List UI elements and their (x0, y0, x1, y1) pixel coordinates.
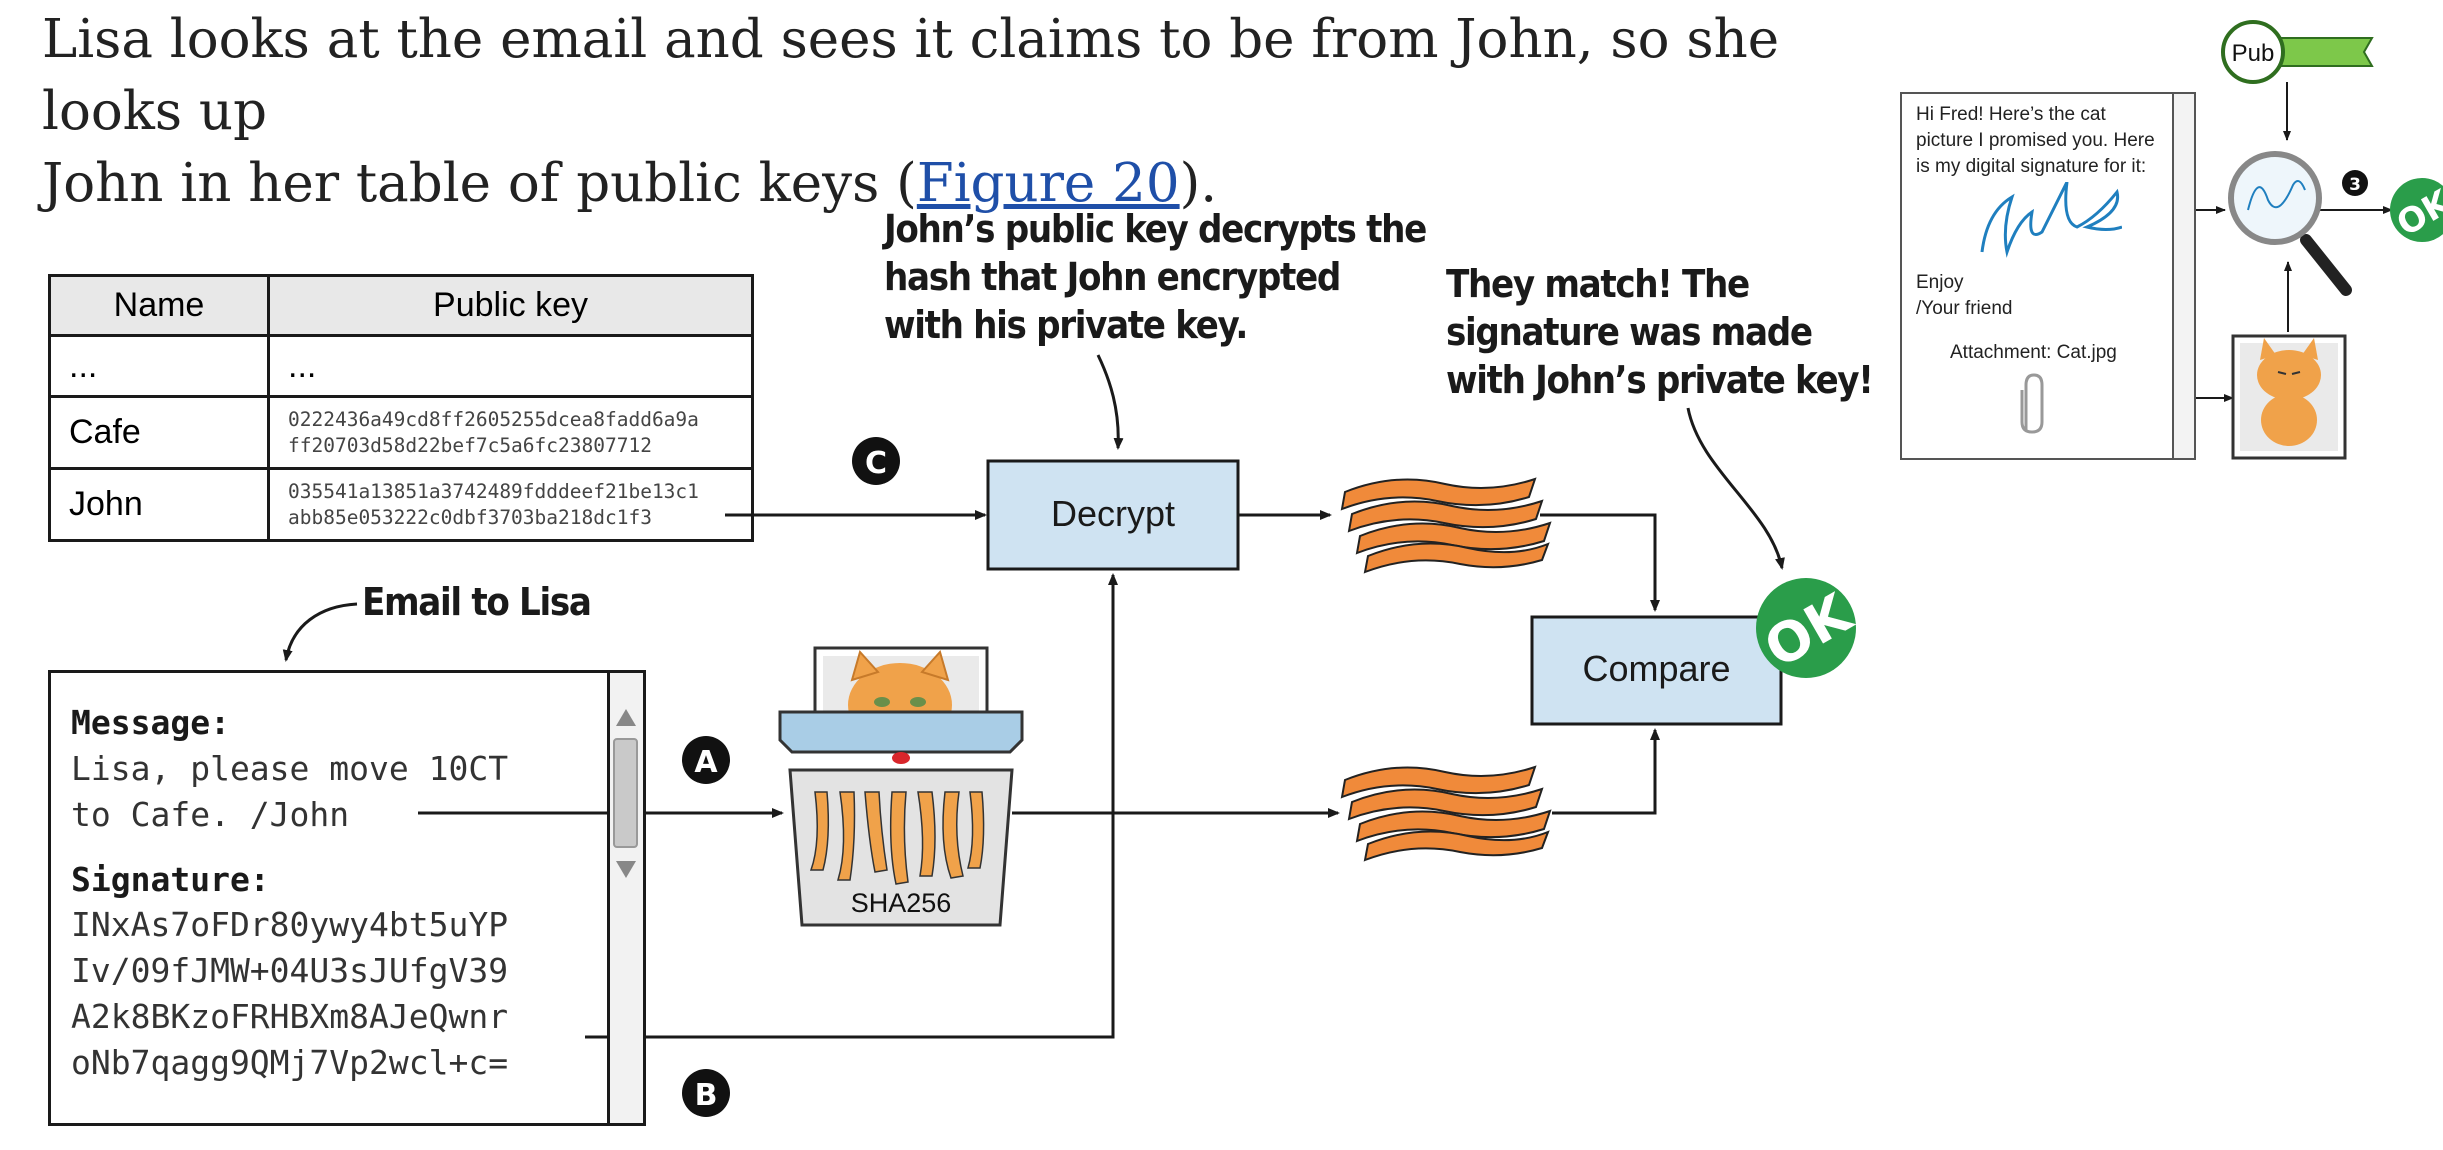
table-cell-name: John (48, 467, 270, 542)
decrypt-label: Decrypt (1050, 493, 1176, 534)
key-table-header-name: Name (48, 274, 270, 337)
callout-decrypt-line-2: hash that John encrypted (884, 255, 1341, 299)
email-message-label: Message: (71, 703, 230, 742)
compare-label: Compare (1582, 648, 1731, 689)
callout-match-line-1: They match! The (1446, 262, 1750, 306)
table-row: Cafe 0222436a49cd8ff2605255dcea8fadd6a9a… (48, 395, 754, 470)
step-3-text: 3 (2349, 175, 2361, 195)
arrow-callout-email (282, 602, 358, 662)
arrow-hash-bottom-to-compare (1552, 728, 1660, 815)
key-table-header-row: Name Public key (48, 274, 754, 337)
pub-key-icon: Pub (2221, 20, 2374, 84)
key-line: 035541a13851a3742489fdddeef21be13c1 (288, 479, 699, 503)
callout-decrypt-line-1: John’s public key decrypts the (884, 207, 1427, 251)
email-signature-line-4: oNb7qagg9QMj7Vp2wcl+c= (71, 1043, 509, 1082)
badge-c-text: C (865, 446, 887, 481)
table-cell-key: ... (267, 334, 754, 398)
scroll-up-icon[interactable] (616, 709, 636, 726)
table-cell-name: ... (48, 334, 270, 398)
badge-b: B (682, 1069, 730, 1117)
inset-ok-badge: OK (2390, 178, 2443, 245)
callout-email-to-lisa: Email to Lisa (362, 580, 592, 624)
magnifier-icon (2228, 151, 2352, 296)
scroll-thumb[interactable] (613, 738, 638, 848)
table-row: ... ... (48, 334, 754, 398)
arrow-signature-to-decrypt (585, 573, 1118, 1039)
step-3-badge: 3 (2342, 170, 2368, 196)
key-line: ff20703d58d22bef7c5a6fc23807712 (288, 433, 652, 457)
badge-a-text: A (694, 745, 718, 780)
intro-text: Lisa looks at the email and sees it clai… (42, 4, 1842, 220)
intro-line-1: Lisa looks at the email and sees it clai… (42, 9, 1780, 142)
flow-arrows (282, 354, 1785, 1039)
badge-c: C (852, 437, 900, 485)
badge-a: A (682, 736, 730, 784)
email-panel: Message: Lisa, please move 10CT to Cafe.… (48, 670, 646, 1126)
cat-picture-icon (2231, 334, 2347, 460)
table-cell-key: 035541a13851a3742489fdddeef21be13c1 abb8… (267, 467, 754, 542)
arrow-callout-decrypt (1096, 354, 1124, 450)
table-cell-name: Cafe (48, 395, 270, 470)
key-line: 0222436a49cd8ff2605255dcea8fadd6a9a (288, 407, 699, 431)
email-signature-line-2: Iv/09fJMW+04U3sJUfgV39 (71, 951, 509, 990)
intro-line-2-prefix: John in her table of public keys ( (42, 153, 917, 214)
scroll-down-icon[interactable] (616, 861, 636, 878)
paperclip-icon (2020, 373, 2044, 434)
callout-match-line-2: signature was made (1446, 310, 1813, 354)
intro-line-2-suffix: ). (1179, 153, 1218, 214)
email-signature-line-1: INxAs7oFDr80ywy4bt5uYP (71, 905, 509, 944)
hash-strips-top-icon (1340, 477, 1552, 574)
inset-message-line-3: is my digital signature for it: (1916, 156, 2147, 177)
decrypt-box (986, 459, 1240, 571)
inset-scrollbar[interactable] (2172, 94, 2194, 458)
callout-match-note: They match! The signature was made with … (1446, 260, 1874, 404)
inset-email-panel: Hi Fred! Here’s the cat picture I promis… (1900, 92, 2196, 460)
callout-decrypt-line-3: with his private key. (884, 303, 1248, 347)
public-key-table: Name Public key ... ... Cafe 0222436a49c… (48, 274, 754, 542)
inset-message-line-2: picture I promised you. Here (1916, 130, 2155, 151)
inset-friend: /Your friend (1916, 298, 2013, 319)
badge-b-text: B (695, 1078, 718, 1113)
shredder-label: SHA256 (851, 888, 952, 918)
figure-20-link[interactable]: Figure 20 (916, 153, 1180, 214)
inset-message-line-1: Hi Fred! Here’s the cat (1916, 104, 2106, 125)
arrow-callout-match (1686, 407, 1785, 570)
email-message-line-2: to Cafe. /John (71, 795, 350, 834)
pub-key-label: Pub (2232, 40, 2275, 67)
table-row: John 035541a13851a3742489fdddeef21be13c1… (48, 467, 754, 542)
callout-match-line-3: with John’s private key! (1446, 358, 1874, 402)
table-cell-key: 0222436a49cd8ff2605255dcea8fadd6a9a ff20… (267, 395, 754, 470)
key-line: abb85e053222c0dbf3703ba218dc1f3 (288, 505, 652, 529)
hash-strips-bottom-icon (1340, 765, 1552, 862)
inset-enjoy: Enjoy (1916, 272, 1964, 293)
signature-icon (1980, 182, 2122, 258)
compare-box (1530, 615, 1783, 726)
email-message-line-1: Lisa, please move 10CT (71, 749, 509, 788)
intro-line-2: John in her table of public keys (Figure… (42, 148, 1842, 220)
callout-decrypt-note: John’s public key decrypts the hash that… (884, 205, 1427, 349)
email-scrollbar[interactable] (607, 673, 643, 1123)
inset-attachment: Attachment: Cat.jpg (1950, 342, 2117, 363)
arrow-hash-top-to-compare (1540, 513, 1660, 612)
key-table-header-key: Public key (267, 274, 754, 337)
email-signature-line-3: A2k8BKzoFRHBXm8AJeQwnr (71, 997, 509, 1036)
sha256-shredder-icon: SHA256 (778, 646, 1024, 927)
email-signature-label: Signature: (71, 860, 270, 899)
